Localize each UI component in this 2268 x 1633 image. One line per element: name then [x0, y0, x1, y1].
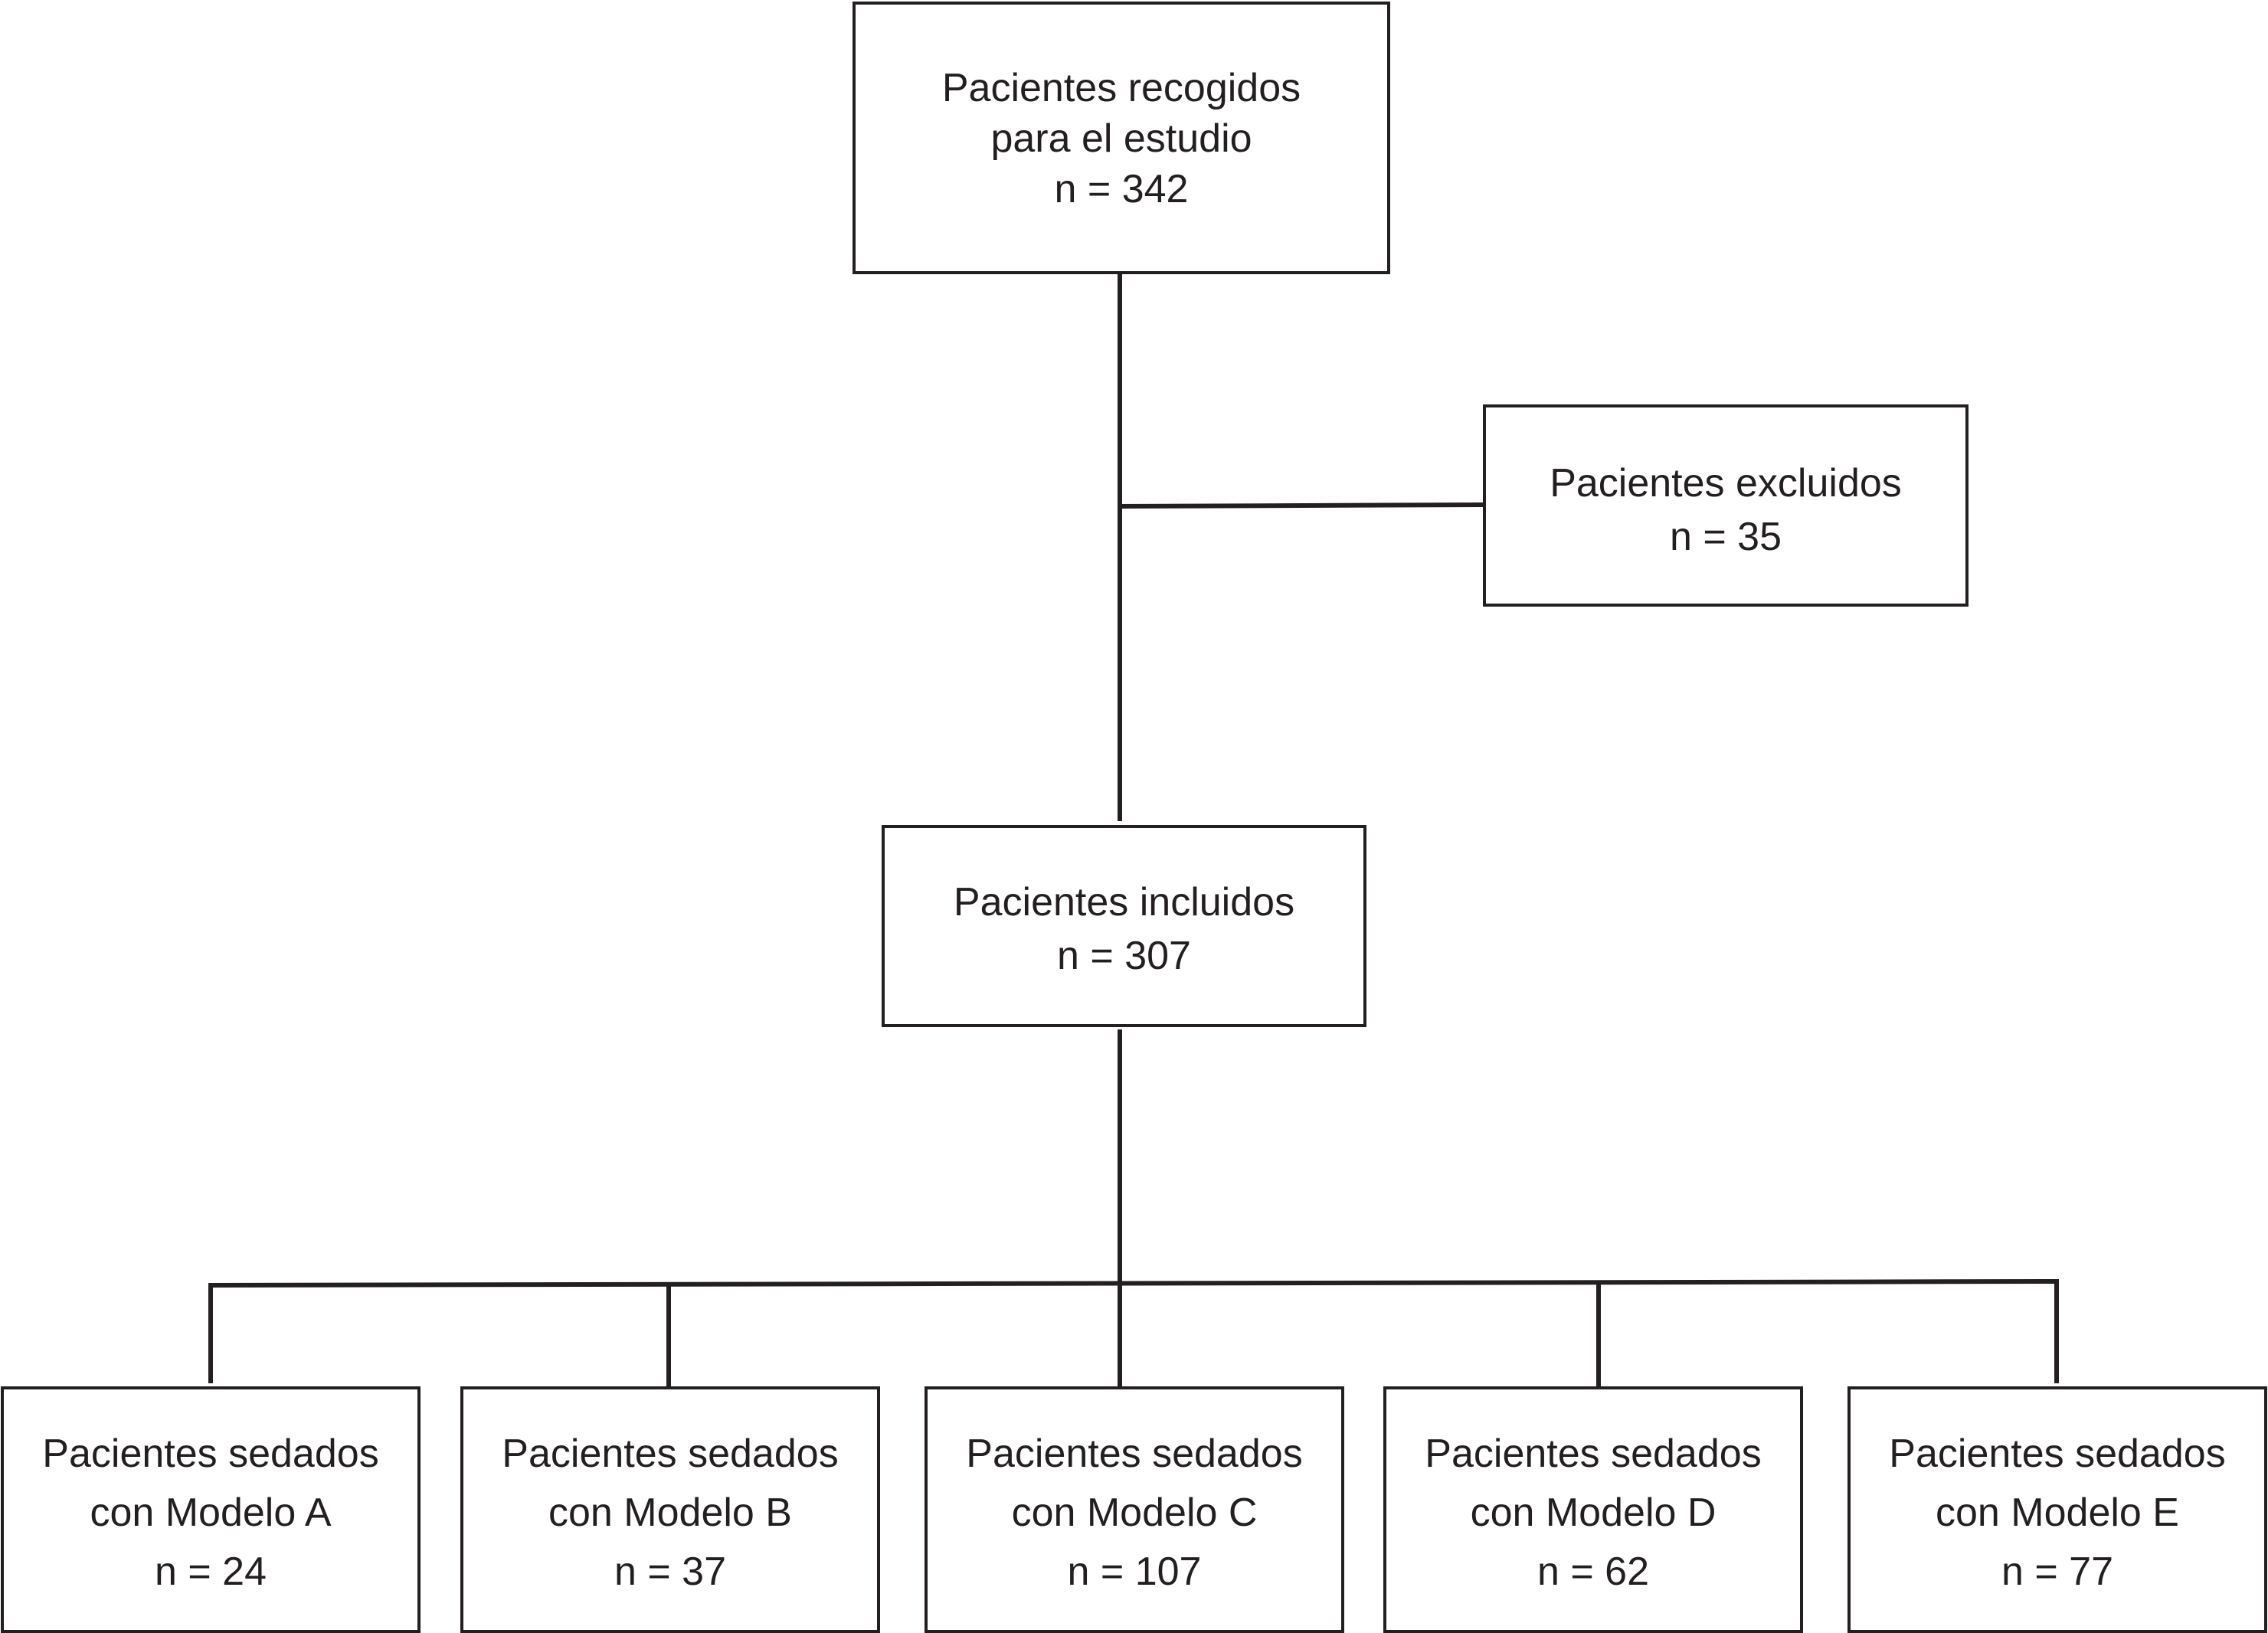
node-group-model-d: Pacientes sedados con Modelo D n = 62 [1383, 1386, 1803, 1633]
node-label-line: Pacientes sedados [1889, 1432, 2226, 1476]
node-label-line: Pacientes excluidos [1550, 461, 1902, 506]
node-count: n = 307 [1057, 934, 1191, 978]
node-patients-included: Pacientes incluidos n = 307 [882, 825, 1366, 1027]
node-count: n = 24 [154, 1550, 267, 1594]
node-group-model-e: Pacientes sedados con Modelo E n = 77 [1847, 1386, 2267, 1633]
node-group-model-c: Pacientes sedados con Modelo C n = 107 [925, 1386, 1344, 1633]
node-label-line: Pacientes sedados [502, 1432, 839, 1476]
node-label-line: Pacientes recogidos [941, 66, 1301, 110]
node-label-line: con Modelo D [1470, 1491, 1717, 1535]
node-patients-collected: Pacientes recogidos para el estudio n = … [853, 2, 1390, 274]
node-label-line: con Modelo C [1011, 1491, 1258, 1535]
node-count: n = 37 [614, 1550, 727, 1594]
node-group-model-a: Pacientes sedados con Modelo A n = 24 [1, 1386, 421, 1633]
connector-to-excluded [1119, 502, 1484, 509]
node-label-line: para el estudio [990, 116, 1252, 161]
node-count: n = 35 [1669, 515, 1782, 559]
node-label-line: Pacientes sedados [42, 1432, 379, 1476]
node-label-line: Pacientes incluidos [953, 880, 1295, 924]
node-count: n = 77 [2001, 1550, 2114, 1594]
node-label-line: Pacientes sedados [966, 1432, 1303, 1476]
node-group-model-b: Pacientes sedados con Modelo B n = 37 [460, 1386, 880, 1633]
connector-branch-horizontal [208, 1279, 2060, 1288]
node-label-line: con Modelo A [90, 1491, 332, 1535]
node-count: n = 342 [1054, 167, 1189, 211]
node-patients-excluded: Pacientes excluidos n = 35 [1483, 404, 1969, 607]
node-label-line: con Modelo E [1936, 1491, 2179, 1535]
node-label-line: Pacientes sedados [1425, 1432, 1762, 1476]
node-label-line: con Modelo B [548, 1491, 792, 1535]
node-count: n = 62 [1537, 1550, 1650, 1594]
node-count: n = 107 [1067, 1550, 1202, 1594]
